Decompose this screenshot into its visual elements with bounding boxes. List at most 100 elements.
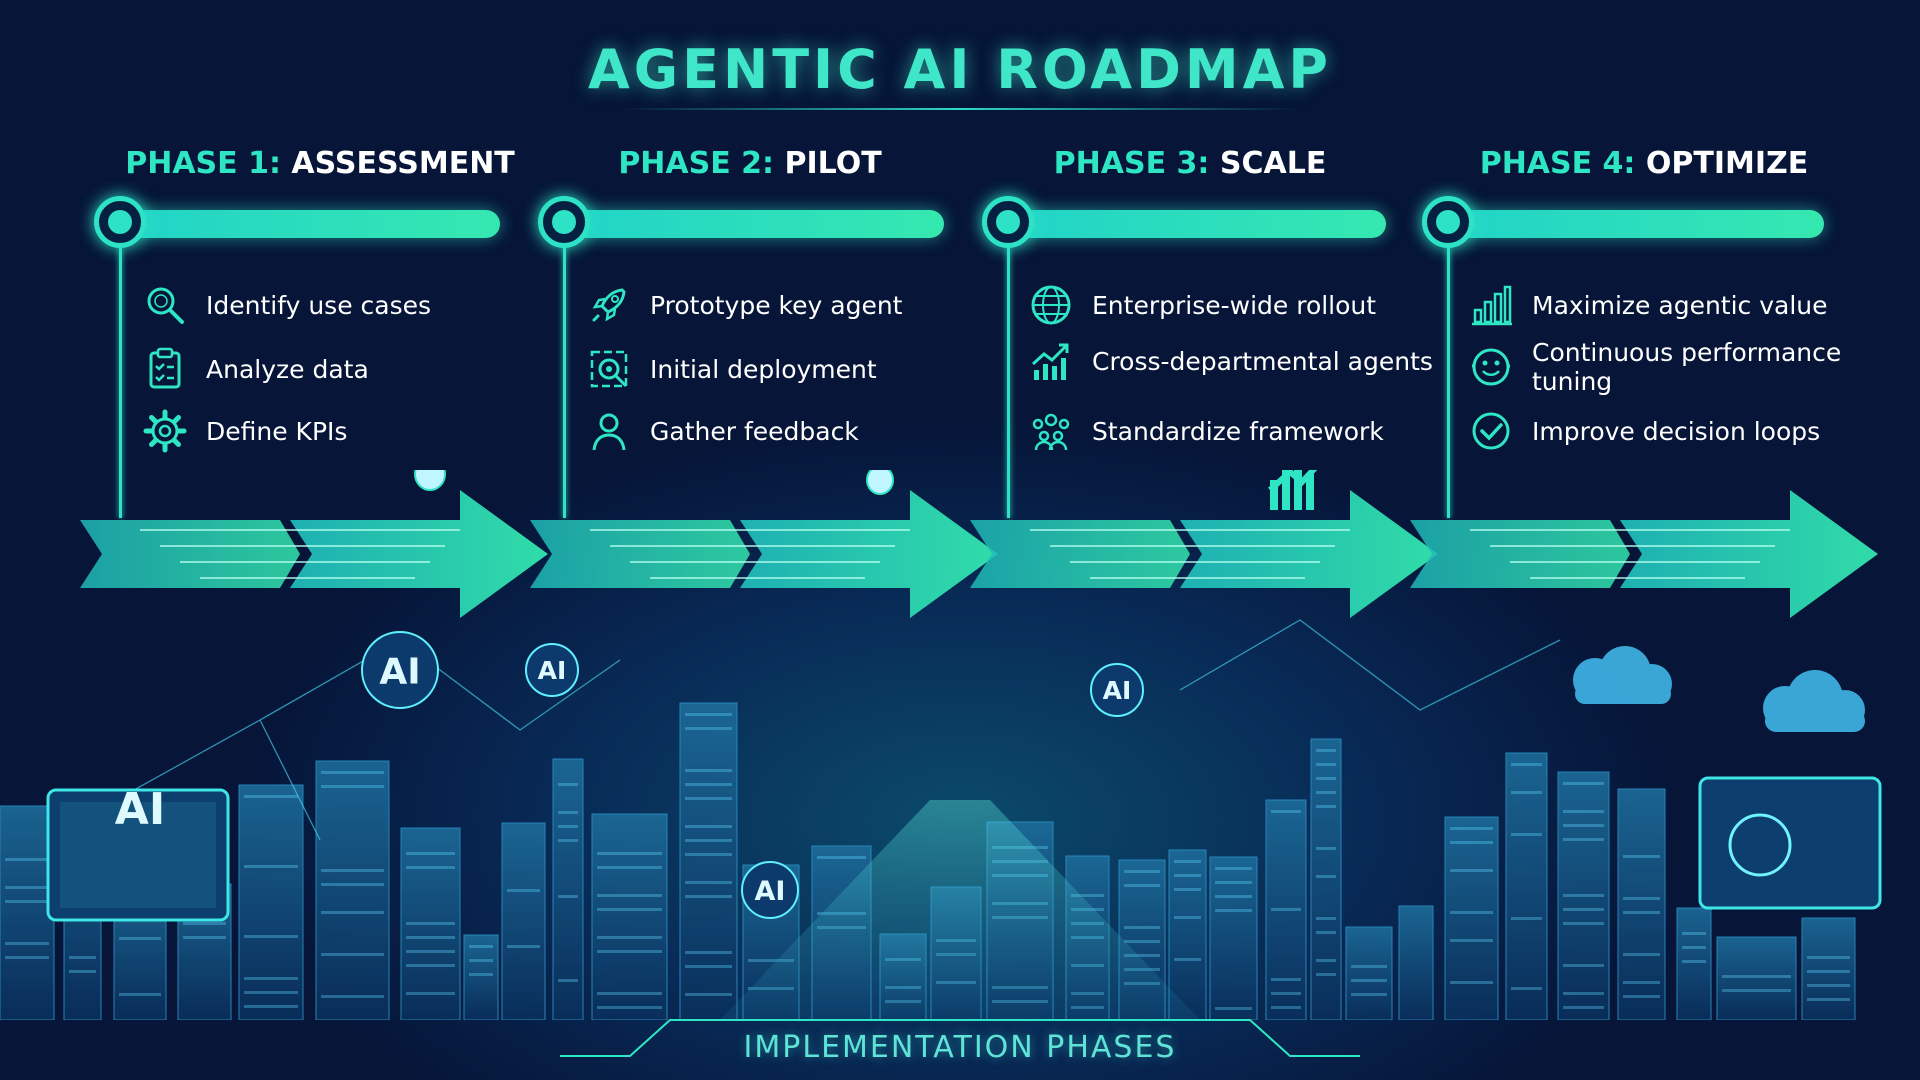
ai-badge-label-4: AI <box>1103 676 1132 705</box>
phase-1-item-2-label: Analyze data <box>206 354 369 384</box>
phase-1-item-1: Identify use cases <box>142 282 431 328</box>
cloud-icon-1 <box>1573 646 1672 704</box>
chevron-small-2 <box>530 520 750 588</box>
building <box>1676 907 1712 1020</box>
phase-4-bar <box>1448 210 1824 238</box>
building <box>1168 849 1207 1020</box>
phase-4-item-3: Improve decision loops <box>1468 408 1820 454</box>
ai-badge-label-5: AI <box>755 876 786 907</box>
building <box>1310 738 1342 1020</box>
bar-chart-icon <box>1472 285 1512 326</box>
ai-badge-ring-2 <box>525 643 579 697</box>
phase-4-node <box>1422 196 1474 248</box>
phase-3-item-3: Standardize framework <box>1028 408 1384 454</box>
phase-2-node <box>538 196 590 248</box>
chevron-small-3 <box>970 520 1190 588</box>
checkmark-icon <box>1472 412 1510 450</box>
phase-4-item-1-label: Maximize agentic value <box>1532 290 1828 320</box>
footer-label: IMPLEMENTATION PHASES <box>743 1030 1177 1065</box>
clipboard-icon <box>149 347 181 389</box>
chevron-small-1 <box>80 520 300 588</box>
phase-4-item-1: Maximize agentic value <box>1468 282 1828 328</box>
chevron-large-1 <box>290 490 548 618</box>
title-underline <box>620 108 1300 110</box>
chevron-small-4 <box>1410 520 1630 588</box>
building <box>679 702 738 1020</box>
building <box>1617 788 1666 1020</box>
building <box>315 760 390 1020</box>
phase-1-connector <box>119 246 122 518</box>
chevron-large-4 <box>1620 490 1878 618</box>
phase-1-bar <box>120 210 500 238</box>
globe-icon <box>1031 285 1071 325</box>
phase-3-name: SCALE <box>1219 146 1327 181</box>
phase-2-item-2: Initial deployment <box>586 346 877 392</box>
building <box>1444 816 1499 1020</box>
chevron-large-2 <box>740 490 998 618</box>
phase-4-item-2: Continuous performance tuning <box>1468 338 1842 396</box>
phase-2-heading: PHASE 2: PILOT <box>530 146 970 181</box>
building <box>400 827 461 1020</box>
trend-arrow-icon <box>1267 470 1318 510</box>
phase-3-item-2-label: Cross-departmental agents <box>1092 346 1433 376</box>
phase-2-item-1-label: Prototype key agent <box>650 290 903 320</box>
ai-badge-ring-1 <box>361 631 439 709</box>
phase-4-name: OPTIMIZE <box>1645 146 1809 181</box>
phase-2-number: PHASE 2: <box>618 146 775 181</box>
cloud-icon-2 <box>1763 670 1865 732</box>
ai-badge-label-3: AI <box>115 784 165 835</box>
phase-3-connector <box>1007 246 1010 518</box>
phase-2-item-1: Prototype key agent <box>586 282 902 328</box>
phase-4-item-2-label: Continuous performance tuning <box>1532 338 1842 396</box>
robot-icon-1 <box>414 470 446 491</box>
phase-3-heading: PHASE 3: SCALE <box>970 146 1410 181</box>
phase-4-item-3-label: Improve decision loops <box>1532 416 1821 446</box>
phase-3-item-2: Cross-departmental agents <box>1028 338 1433 384</box>
phase-1-name: ASSESSMENT <box>291 146 515 181</box>
robot-icon-2 <box>866 470 894 495</box>
person-icon <box>592 413 626 451</box>
phase-3-node <box>982 196 1034 248</box>
building <box>1345 926 1393 1020</box>
phase-3-bar <box>1008 210 1386 238</box>
central-road <box>720 800 1200 1020</box>
phase-2-bar <box>564 210 944 238</box>
building <box>1265 799 1307 1020</box>
footer-frame <box>560 1019 1360 1057</box>
building <box>1398 905 1434 1020</box>
ai-badge-label-1: AI <box>379 651 420 692</box>
monitor-right <box>1698 776 1882 910</box>
smile-face-icon <box>1472 348 1510 386</box>
building <box>552 758 584 1020</box>
phase-2-item-3-label: Gather feedback <box>650 416 859 446</box>
building <box>1801 917 1856 1020</box>
gear-icon <box>143 409 187 453</box>
building <box>238 784 304 1020</box>
phase-2-item-3: Gather feedback <box>586 408 859 454</box>
building <box>463 934 499 1020</box>
building <box>1505 752 1548 1020</box>
rocket-icon <box>592 288 626 322</box>
phase-1-number: PHASE 1: <box>125 146 281 181</box>
phase-1-heading: PHASE 1: ASSESSMENT <box>100 146 540 181</box>
phase-1-item-3: Define KPIs <box>142 408 347 454</box>
phase-1-item-3-label: Define KPIs <box>206 416 348 446</box>
network-lines <box>79 619 1561 841</box>
target-icon <box>590 350 628 388</box>
arrow-band <box>80 470 1878 618</box>
phase-3-item-1: Enterprise-wide rollout <box>1028 282 1376 328</box>
magnifier-icon <box>147 287 184 324</box>
building <box>1209 856 1258 1020</box>
ai-badge-ring-5 <box>741 861 799 919</box>
phase-4-heading: PHASE 4: OPTIMIZE <box>1424 146 1864 181</box>
chevron-large-3 <box>1180 490 1438 618</box>
monitor-left <box>46 788 230 922</box>
building <box>0 805 55 1020</box>
building <box>1716 936 1797 1020</box>
phase-2-connector <box>563 246 566 518</box>
phase-3-item-3-label: Standardize framework <box>1092 416 1384 446</box>
page-title: AGENTIC AI ROADMAP <box>588 38 1332 101</box>
phase-1-item-2: Analyze data <box>142 346 369 392</box>
